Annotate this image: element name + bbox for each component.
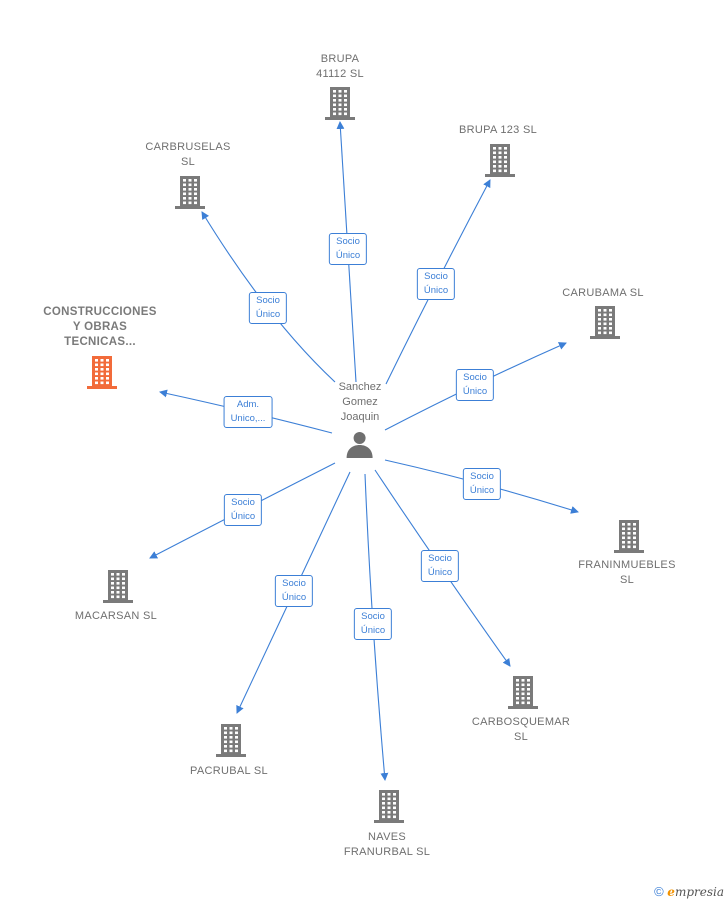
relation-text-line: Único [462, 386, 488, 397]
person-name-line: Joaquin [340, 411, 380, 423]
relation-text-line: Socio [470, 471, 494, 482]
company-name-line: FRANURBAL SL [343, 846, 431, 858]
company-label-brupa123[interactable]: BRUPA 123 SL [459, 123, 537, 138]
relation-text-line: Único [427, 567, 453, 578]
company-name-line: CONSTRUCCIONES [43, 306, 157, 318]
company-label-carubama[interactable]: CARUBAMA SL [562, 286, 644, 301]
company-label-franinmuebles[interactable]: FRANINMUEBLES SL [578, 558, 675, 588]
person-icon [347, 432, 373, 458]
relation-text-line: Único [230, 511, 256, 522]
relation-text-line: Socio [282, 578, 306, 589]
copyright-icon: © [654, 884, 664, 899]
relation-text-line: Socio [428, 553, 452, 564]
company-name-line: CARBOSQUEMAR [471, 716, 571, 728]
person-node[interactable]: Sanchez Gomez Joaquin [338, 380, 382, 459]
company-label-naves[interactable]: NAVES FRANURBAL SL [344, 830, 430, 860]
relation-text-line: Único [423, 285, 449, 296]
relation-text-line: Adm. [236, 399, 260, 410]
company-name-line: FRANINMUEBLES [578, 559, 676, 571]
company-label-carbruselas[interactable]: CARBRUSELAS SL [145, 140, 230, 170]
building-icon[interactable] [174, 175, 206, 209]
company-name-line: CARUBAMA SL [562, 287, 644, 299]
relation-text-line: Único [335, 250, 361, 261]
building-icon[interactable] [589, 305, 621, 339]
building-icon[interactable] [373, 789, 405, 823]
building-icon[interactable] [324, 86, 356, 120]
company-name-line: Y OBRAS [72, 321, 128, 333]
company-name-line: SL [619, 574, 635, 586]
company-label-macarsan[interactable]: MACARSAN SL [75, 609, 157, 624]
company-label-brupa41112[interactable]: BRUPA 41112 SL [316, 52, 364, 82]
relation-text-line: Socio [336, 236, 360, 247]
relation-text-line: Socio [463, 372, 487, 383]
company-name-line: TECNICAS... [64, 336, 136, 348]
relation-text-line: Socio [231, 497, 255, 508]
copyright-mark: © empresia [654, 884, 724, 899]
company-name-line: SL [513, 731, 529, 743]
brand-logo: empresia [667, 885, 724, 899]
relation-text-line: Único [255, 309, 281, 320]
company-name-line: BRUPA [320, 53, 360, 65]
relation-text-line: Unico,... [230, 413, 266, 424]
building-icon[interactable] [507, 675, 539, 709]
building-icon[interactable] [215, 723, 247, 757]
person-name-line: Sanchez [338, 381, 382, 393]
company-label-pacrubal[interactable]: PACRUBAL SL [190, 764, 268, 779]
relation-text-line: Socio [424, 271, 448, 282]
relation-text-line: Único [360, 625, 386, 636]
company-name-line: NAVES [368, 831, 406, 843]
relation-text-line: Único [281, 592, 307, 603]
building-icon[interactable] [86, 355, 118, 389]
company-name-line: MACARSAN SL [74, 610, 158, 622]
building-icon[interactable] [613, 519, 645, 553]
building-icon[interactable] [484, 143, 516, 177]
company-name-line: PACRUBAL SL [190, 765, 268, 777]
company-label-construcciones[interactable]: CONSTRUCCIONES Y OBRAS TECNICAS... [43, 305, 156, 350]
relation-text-line: Socio [361, 611, 385, 622]
relation-text-line: Único [469, 485, 495, 496]
relation-badge-construcciones[interactable]: Adm. Unico,... [223, 396, 273, 428]
relation-text-line: Socio [256, 295, 280, 306]
building-icon[interactable] [102, 569, 134, 603]
company-label-carbosquemar[interactable]: CARBOSQUEMAR SL [472, 715, 570, 745]
company-name-line: 41112 SL [316, 68, 364, 80]
company-name-line: CARBRUSELAS [145, 141, 231, 153]
company-name-line: SL [180, 156, 196, 168]
person-name-line: Gomez [342, 396, 378, 408]
company-name-line: BRUPA 123 SL [459, 124, 537, 136]
